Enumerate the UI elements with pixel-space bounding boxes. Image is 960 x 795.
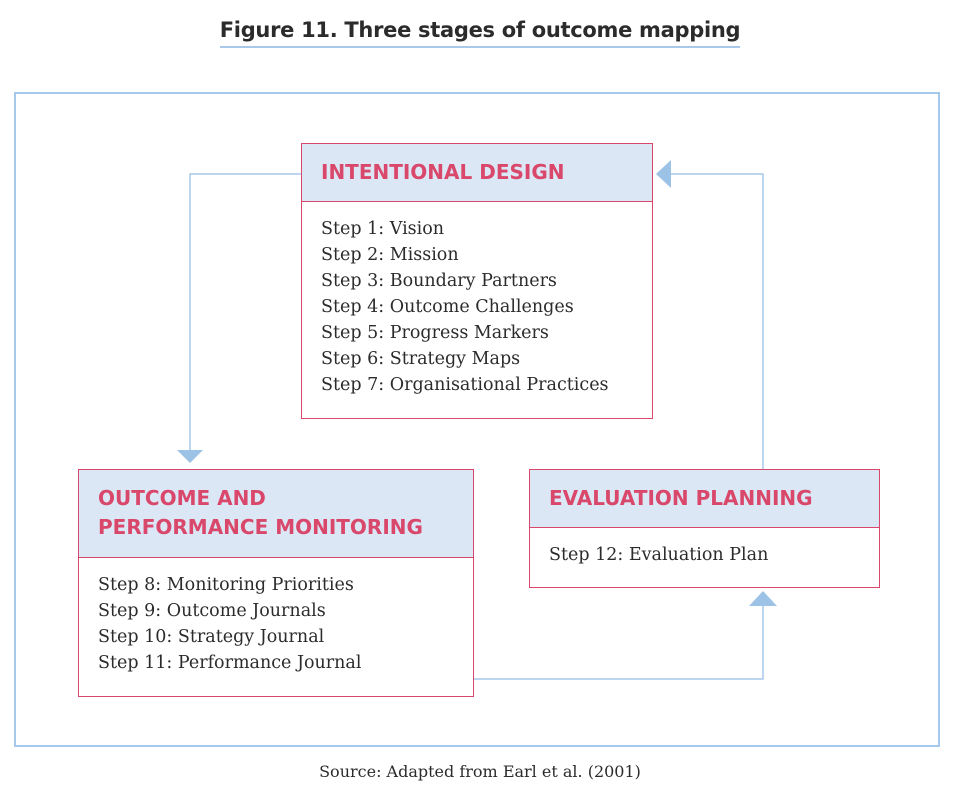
connector-design-to-monitoring bbox=[189, 173, 301, 450]
step-item: Step 3: Boundary Partners bbox=[321, 271, 557, 291]
stage-outcome-monitoring: OUTCOME AND PERFORMANCE MONITORING Step … bbox=[78, 469, 474, 697]
stage-header: INTENTIONAL DESIGN bbox=[302, 144, 652, 202]
step-item: Step 2: Mission bbox=[321, 245, 459, 265]
step-list: Step 8: Monitoring Priorities Step 9: Ou… bbox=[79, 558, 473, 676]
arrow-left-icon bbox=[656, 160, 671, 188]
step-item: Step 9: Outcome Journals bbox=[98, 601, 326, 621]
arrow-up-icon bbox=[749, 591, 777, 606]
stage-title-line: PERFORMANCE MONITORING bbox=[98, 515, 423, 539]
step-item: Step 4: Outcome Challenges bbox=[321, 297, 574, 317]
step-item: Step 1: Vision bbox=[321, 219, 445, 239]
step-item: Step 5: Progress Markers bbox=[321, 323, 549, 343]
step-item: Step 8: Monitoring Priorities bbox=[98, 575, 354, 595]
step-item: Step 11: Performance Journal bbox=[98, 653, 362, 673]
diagram-frame bbox=[14, 92, 940, 747]
stage-header: OUTCOME AND PERFORMANCE MONITORING bbox=[79, 470, 473, 558]
stage-header: EVALUATION PLANNING bbox=[530, 470, 879, 528]
figure-title: Figure 11. Three stages of outcome mappi… bbox=[0, 18, 960, 48]
connector-monitoring-to-evaluation bbox=[473, 605, 764, 680]
source-caption: Source: Adapted from Earl et al. (2001) bbox=[319, 762, 641, 781]
stage-intentional-design: INTENTIONAL DESIGN Step 1: Vision Step 2… bbox=[301, 143, 653, 419]
stage-title-line: OUTCOME AND bbox=[98, 486, 266, 510]
step-item: Step 10: Strategy Journal bbox=[98, 627, 325, 647]
stage-evaluation-planning: EVALUATION PLANNING Step 12: Evaluation … bbox=[529, 469, 880, 588]
arrow-down-icon bbox=[177, 450, 203, 463]
step-item: Step 7: Organisational Practices bbox=[321, 375, 609, 395]
figure-title-text: Figure 11. Three stages of outcome mappi… bbox=[219, 18, 741, 48]
step-item: Step 6: Strategy Maps bbox=[321, 349, 521, 369]
connector-evaluation-to-design bbox=[671, 173, 764, 469]
step-item: Step 12: Evaluation Plan bbox=[549, 545, 769, 565]
step-list: Step 12: Evaluation Plan bbox=[530, 528, 879, 568]
step-list: Step 1: Vision Step 2: Mission Step 3: B… bbox=[302, 202, 652, 398]
